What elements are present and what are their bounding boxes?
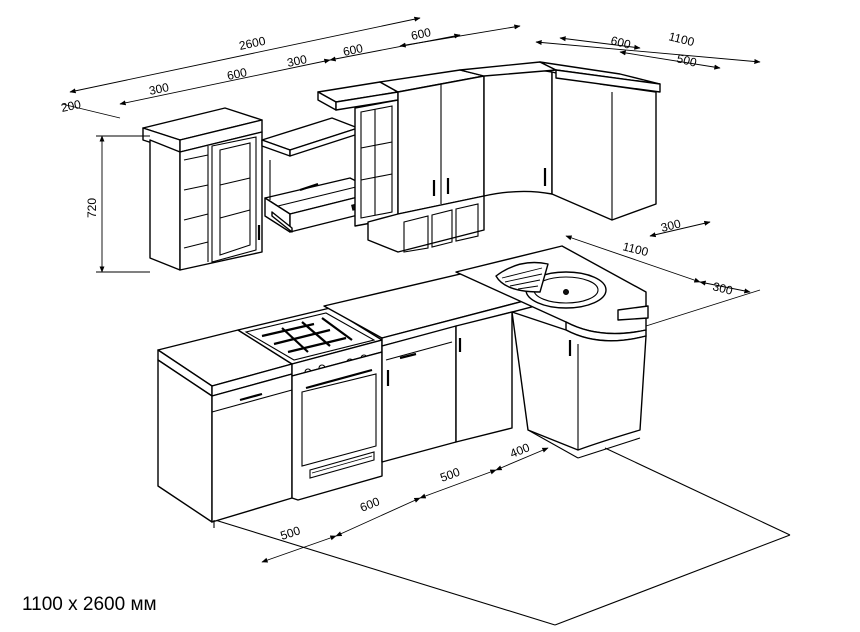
dim-500-right: 500 <box>675 51 698 70</box>
base-cabinet-left <box>157 329 293 528</box>
dim-600c: 600 <box>410 25 433 43</box>
dim-1100-top: 1100 <box>667 29 696 49</box>
dim-200: 200 <box>60 97 83 115</box>
dim-400-base: 400 <box>508 440 532 461</box>
gas-stove <box>237 307 383 501</box>
dim-300-upper-depth: 300 <box>659 216 682 235</box>
dim-300b: 300 <box>286 52 309 70</box>
upper-glass-cabinet-left <box>142 107 263 271</box>
dimension-lines <box>61 16 761 563</box>
hood-shelf <box>261 117 359 157</box>
dimension-labels: 2600 200 300 600 300 600 600 1100 600 50… <box>60 25 735 543</box>
dim-300a: 300 <box>148 80 171 98</box>
upper-cabinet-right <box>539 61 661 221</box>
dim-600-right: 600 <box>609 33 632 52</box>
dim-1100-counter: 1100 <box>621 239 650 259</box>
dim-300-counter: 300 <box>711 279 734 298</box>
dim-600-base: 600 <box>358 494 382 515</box>
dim-600a: 600 <box>226 65 249 83</box>
size-caption: 1100 x 2600 мм <box>22 594 157 615</box>
dim-720: 720 <box>85 198 99 218</box>
dim-2600: 2600 <box>238 34 267 53</box>
dim-500-base-b: 500 <box>438 465 462 485</box>
dim-500-base-a: 500 <box>279 523 303 543</box>
dim-600b: 600 <box>342 41 365 59</box>
burner-grates <box>261 317 353 354</box>
